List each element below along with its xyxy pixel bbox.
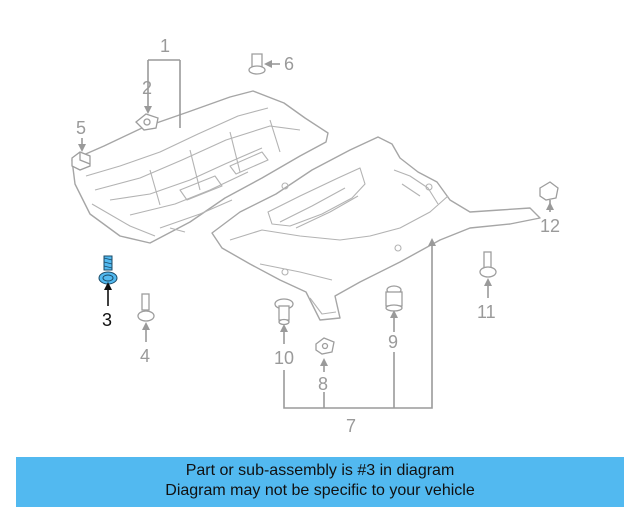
parts-diagram: 1 2 3 4 5 6 7 8 9 10 11 12 (71, 36, 560, 436)
callout-8: 8 (318, 374, 328, 394)
bolt-4[interactable] (137, 293, 155, 322)
bolt-3[interactable] (98, 255, 118, 285)
bolt-11[interactable] (479, 251, 497, 278)
arrow-7 (428, 238, 436, 246)
callout-2: 2 (142, 78, 152, 98)
arrow-10 (280, 324, 288, 332)
callout-12: 12 (540, 216, 560, 236)
arrow-8 (320, 358, 328, 366)
clip-12[interactable] (539, 181, 559, 201)
banner-line-part: Part or sub-assembly is #3 in diagram (185, 462, 455, 479)
clip-nut-2[interactable] (135, 113, 159, 131)
callout-5: 5 (76, 118, 86, 138)
callout-3: 3 (102, 310, 112, 330)
callout-11: 11 (477, 302, 496, 322)
arrow-12 (546, 202, 554, 210)
info-banner: Part or sub-assembly is #3 in diagram Di… (16, 457, 624, 507)
callout-7: 7 (346, 416, 356, 436)
arrow-4 (142, 322, 150, 330)
arrow-3 (104, 282, 112, 290)
front-under-cover[interactable] (71, 90, 329, 244)
grommet-6[interactable] (248, 53, 266, 75)
callout-6: 6 (284, 54, 294, 74)
grommet-10[interactable] (274, 298, 294, 326)
callout-1: 1 (160, 36, 170, 56)
callout-9: 9 (388, 332, 398, 352)
rear-under-cover[interactable] (211, 136, 541, 321)
bracket-5[interactable] (71, 151, 91, 171)
arrow-6 (264, 60, 272, 68)
callout-10: 10 (274, 348, 294, 368)
rivet-9[interactable] (385, 285, 403, 312)
callout-4: 4 (140, 346, 150, 366)
nut-8[interactable] (315, 337, 335, 355)
arrow-2 (144, 106, 152, 114)
arrow-11 (484, 278, 492, 286)
arrow-9 (390, 310, 398, 318)
banner-line-disclaimer: Diagram may not be specific to your vehi… (165, 482, 475, 499)
arrow-5 (78, 144, 86, 152)
